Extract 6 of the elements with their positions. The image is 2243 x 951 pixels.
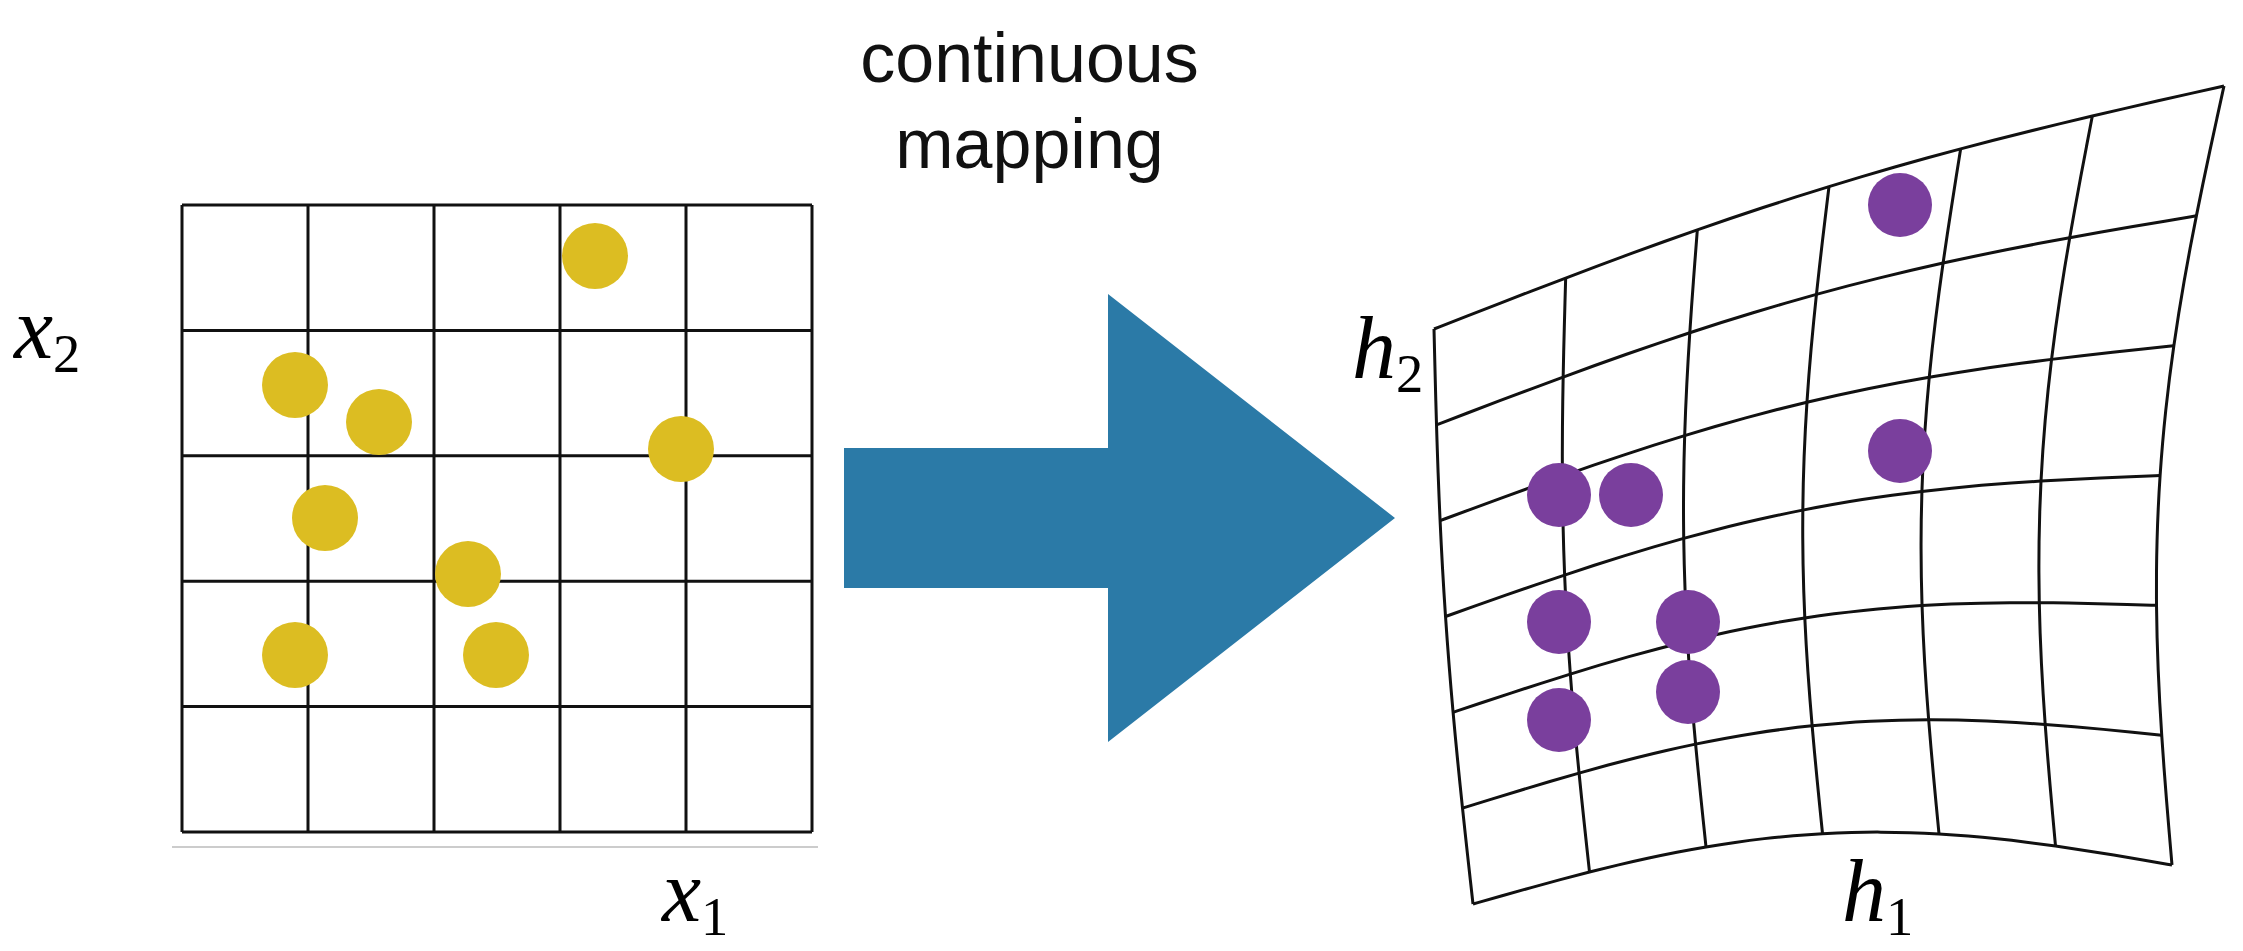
axis-label: h$_{1}$ <box>1842 848 1914 949</box>
axis-label: x$_{1}$ <box>662 848 729 949</box>
block-arrow <box>844 294 1395 742</box>
edge-label: continuous mapping <box>859 18 1200 185</box>
axis-label: h$_{2}$ <box>1352 305 1424 406</box>
axis-label: x$_{2}$ <box>14 285 81 386</box>
